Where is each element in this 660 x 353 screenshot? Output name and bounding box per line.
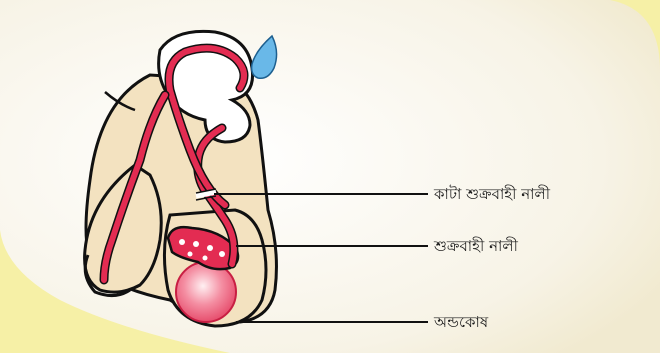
label-testis: অন্ডকোষ	[433, 313, 489, 331]
label-vas-deferens: শুক্রবাহী নালী	[433, 237, 519, 255]
label-cut-vas-deferens: কাটা শুক্রবাহী নালী	[433, 185, 551, 203]
testis	[176, 262, 236, 322]
